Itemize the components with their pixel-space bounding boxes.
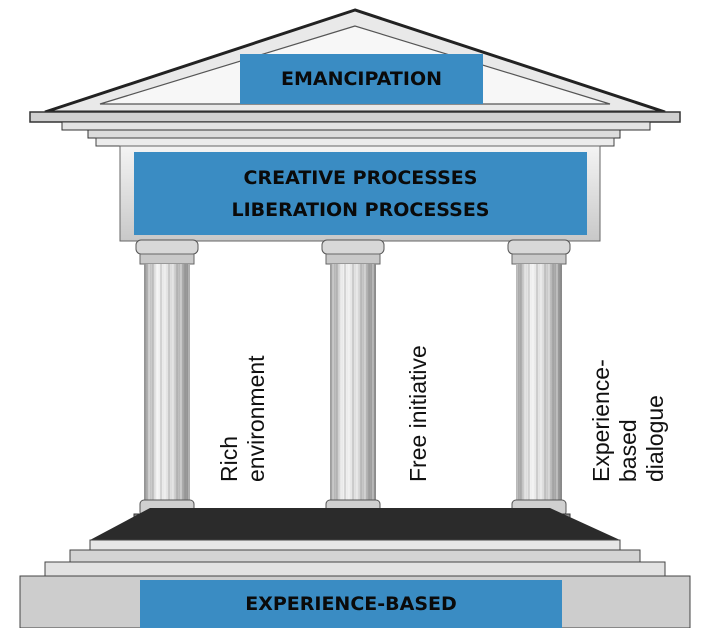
column-left — [133, 239, 199, 547]
roof-label: EMANCIPATION — [240, 54, 483, 104]
pillar-3-line-2: based — [615, 419, 641, 482]
pillar-1-line-2: environment — [243, 355, 269, 482]
foundation-label-text: EXPERIENCE-BASED — [245, 593, 457, 615]
pillar-1-line-1: Rich — [216, 435, 242, 482]
pillar-3-line-1: Experience- — [588, 359, 614, 482]
pillar-label-experience-based-dialogue: Experience- based dialogue — [588, 359, 669, 482]
foundation-label: EXPERIENCE-BASED — [140, 580, 562, 628]
column-center — [321, 239, 385, 547]
beam-label-line-2: LIBERATION PROCESSES — [231, 198, 490, 221]
beam-label-line-1: CREATIVE PROCESSES — [243, 166, 478, 189]
pillar-2-line-1: Free initiative — [405, 345, 431, 482]
pillar-3-line-3: dialogue — [642, 395, 668, 482]
roof-label-text: EMANCIPATION — [281, 68, 442, 90]
pillar-label-free-initiative: Free initiative — [405, 345, 432, 482]
column-right — [507, 239, 571, 547]
pillar-label-rich-environment: Rich environment — [216, 355, 270, 482]
beam-label: CREATIVE PROCESSES LIBERATION PROCESSES — [134, 152, 587, 235]
